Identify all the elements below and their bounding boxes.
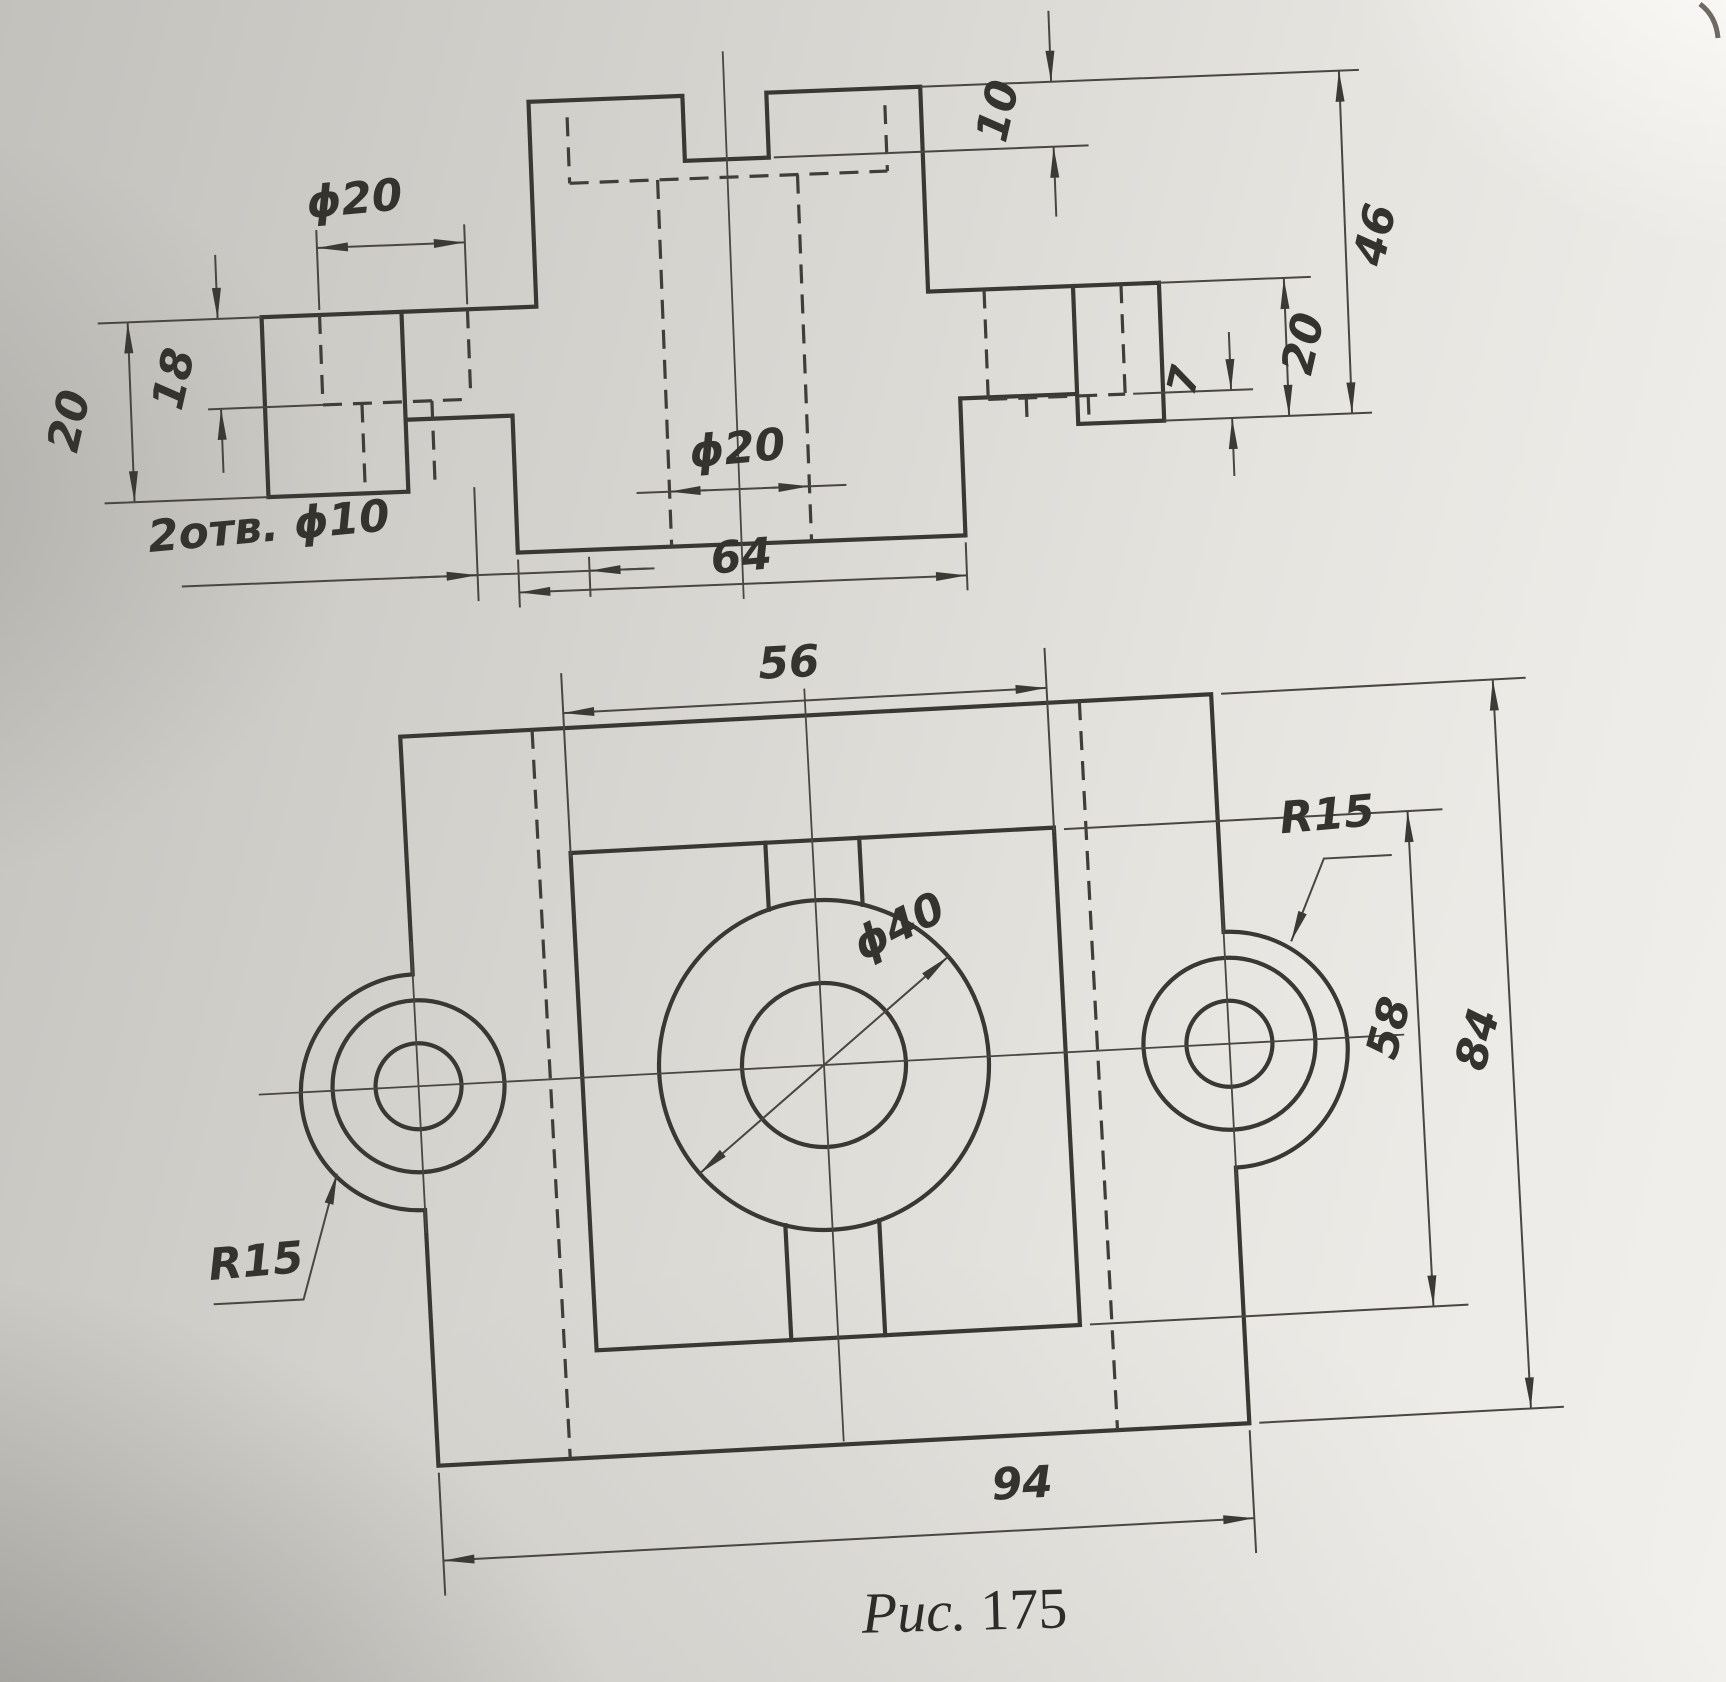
front-hidden-lines [317, 105, 1127, 547]
arrow-holes-right [589, 565, 655, 575]
dimline-phi20-counterbore [316, 239, 465, 252]
dimline-94 [443, 1515, 1255, 1564]
dimline-20-right [1280, 277, 1293, 416]
arrow-7-top [1225, 332, 1235, 391]
plan-view: 56 94 58 84 ϕ40 R15 R15 [206, 636, 1564, 1596]
dim-10: 10 [967, 76, 1030, 147]
dim-r15-left: R15 [206, 1232, 305, 1291]
arrow-holes-left [409, 571, 478, 581]
page-corner-mark [1698, 2, 1721, 39]
dimline-phi40 [698, 955, 950, 1175]
dimline-56 [563, 684, 1047, 717]
front-centerline [721, 51, 745, 599]
plan-slot [763, 835, 888, 1343]
arrow-phi20hole-right [772, 482, 810, 492]
dim-94: 94 [990, 1457, 1054, 1511]
dimline-58 [1404, 811, 1437, 1307]
leader-r15-right [1290, 853, 1392, 942]
arrow-10-top [1045, 10, 1055, 82]
plan-hidden-lines [530, 701, 1120, 1459]
plan-extension-lines [437, 647, 1564, 1596]
dimline-20-left [124, 322, 138, 503]
figure-caption-number: 175 [979, 1575, 1068, 1642]
arrow-phi20hole-left [669, 485, 707, 495]
leader-r15-left [213, 1173, 338, 1306]
dim-20-right: 20 [1272, 308, 1335, 379]
dimline-84 [1489, 679, 1534, 1409]
dim-84: 84 [1445, 1003, 1510, 1075]
dim-phi20-hole: ϕ20 [687, 419, 788, 479]
dim-56: 56 [757, 636, 821, 690]
front-view: ϕ20 18 20 2отв. ϕ10 ϕ20 64 10 46 20 7 [38, 10, 1407, 608]
arrow-18-top [211, 254, 221, 319]
figure-caption-label: Рис. [860, 1578, 967, 1646]
figure-caption: Рис.175 [860, 1575, 1068, 1645]
dim-20-left: 20 [38, 385, 101, 456]
arrow-18-bottom [217, 408, 227, 473]
dimline-46 [1335, 70, 1356, 414]
dim-64: 64 [709, 528, 775, 584]
arrow-7-bottom [1228, 417, 1238, 477]
dim-58: 58 [1356, 992, 1421, 1064]
dim-46: 46 [1343, 199, 1407, 271]
dim-r15-right: R15 [1277, 785, 1376, 844]
dim-phi20-counterbore: ϕ20 [304, 169, 405, 229]
arrow-10-bottom [1050, 146, 1060, 217]
dimline-64 [519, 572, 968, 596]
dim-18: 18 [142, 343, 205, 414]
